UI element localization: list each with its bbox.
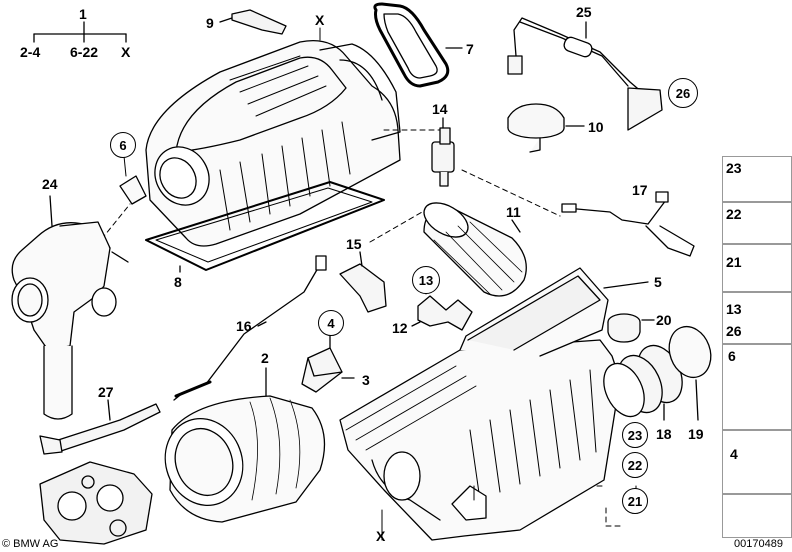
label-8: 8 bbox=[174, 274, 182, 290]
label-20: 20 bbox=[656, 312, 672, 328]
label-26-circled: 26 bbox=[668, 78, 698, 108]
label-9: 9 bbox=[206, 15, 214, 31]
label-19: 19 bbox=[688, 426, 704, 442]
label-group-2-4: 2-4 bbox=[20, 44, 41, 60]
legend-label-22: 22 bbox=[726, 206, 742, 222]
label-x-bottom: X bbox=[376, 528, 386, 544]
label-1: 1 bbox=[79, 6, 87, 22]
label-2: 2 bbox=[261, 350, 269, 366]
gasket-8-part bbox=[145, 181, 385, 271]
label-23-circled: 23 bbox=[622, 422, 648, 448]
filter-element-2-part bbox=[164, 367, 326, 523]
legend-label-6: 6 bbox=[728, 348, 736, 364]
label-3: 3 bbox=[362, 372, 370, 388]
legend-box-6 bbox=[722, 344, 792, 430]
legend-box-icon bbox=[722, 494, 792, 538]
diaphragm-10-part bbox=[507, 103, 585, 153]
label-group-x: X bbox=[121, 44, 131, 60]
bracket-3-part bbox=[301, 333, 355, 393]
cap-19-part bbox=[668, 325, 712, 421]
sensor-14-part bbox=[431, 117, 455, 187]
label-22-circled: 22 bbox=[622, 452, 648, 478]
label-11: 11 bbox=[506, 204, 521, 220]
hose-27-part bbox=[39, 399, 161, 455]
label-16: 16 bbox=[236, 318, 252, 334]
bellow-18-part bbox=[603, 344, 683, 421]
label-4-circled: 4 bbox=[318, 310, 344, 336]
legend-label-13-26: 13 26 bbox=[726, 301, 742, 339]
legend-box-21 bbox=[722, 244, 792, 292]
legend-box-4 bbox=[722, 430, 792, 494]
duct-24-part bbox=[11, 195, 129, 420]
label-group-6-22: 6-22 bbox=[70, 44, 99, 60]
throttle-body-part bbox=[39, 461, 153, 545]
label-25: 25 bbox=[576, 4, 592, 20]
filter-11-part bbox=[423, 202, 527, 297]
wire-16-part bbox=[173, 255, 327, 401]
intake-housing-upper-part bbox=[119, 39, 401, 247]
label-24: 24 bbox=[42, 176, 58, 192]
label-6-circled: 6 bbox=[110, 132, 136, 158]
copyright-text: © BMW AG bbox=[2, 538, 59, 550]
label-x-top: X bbox=[315, 12, 325, 28]
legend-box-23 bbox=[722, 156, 792, 202]
gasket-7-part bbox=[373, 2, 463, 88]
label-18: 18 bbox=[656, 426, 672, 442]
ring-20-part bbox=[607, 313, 655, 343]
sensor-25-part bbox=[507, 17, 663, 131]
label-12: 12 bbox=[392, 320, 408, 336]
label-5: 5 bbox=[654, 274, 662, 290]
label-21-circled: 21 bbox=[622, 488, 648, 514]
label-27: 27 bbox=[98, 384, 114, 400]
bracket-12-part bbox=[417, 295, 473, 331]
group-bracket bbox=[33, 21, 127, 43]
label-7: 7 bbox=[466, 41, 474, 57]
legend-box-13-26 bbox=[722, 292, 792, 344]
seal-9-part bbox=[231, 9, 287, 35]
legend-label-4: 4 bbox=[730, 446, 738, 462]
label-17: 17 bbox=[632, 182, 648, 198]
wire-17-part bbox=[561, 191, 695, 257]
clip-15-part bbox=[339, 263, 387, 313]
label-10: 10 bbox=[588, 119, 604, 135]
diagram-code: 00170489 bbox=[734, 538, 783, 550]
label-13-circled: 13 bbox=[412, 266, 440, 294]
label-15: 15 bbox=[346, 236, 362, 252]
label-14: 14 bbox=[432, 101, 448, 117]
legend-label-21: 21 bbox=[726, 254, 742, 270]
intake-housing-lower-part bbox=[339, 267, 649, 541]
legend-label-23: 23 bbox=[726, 160, 742, 176]
